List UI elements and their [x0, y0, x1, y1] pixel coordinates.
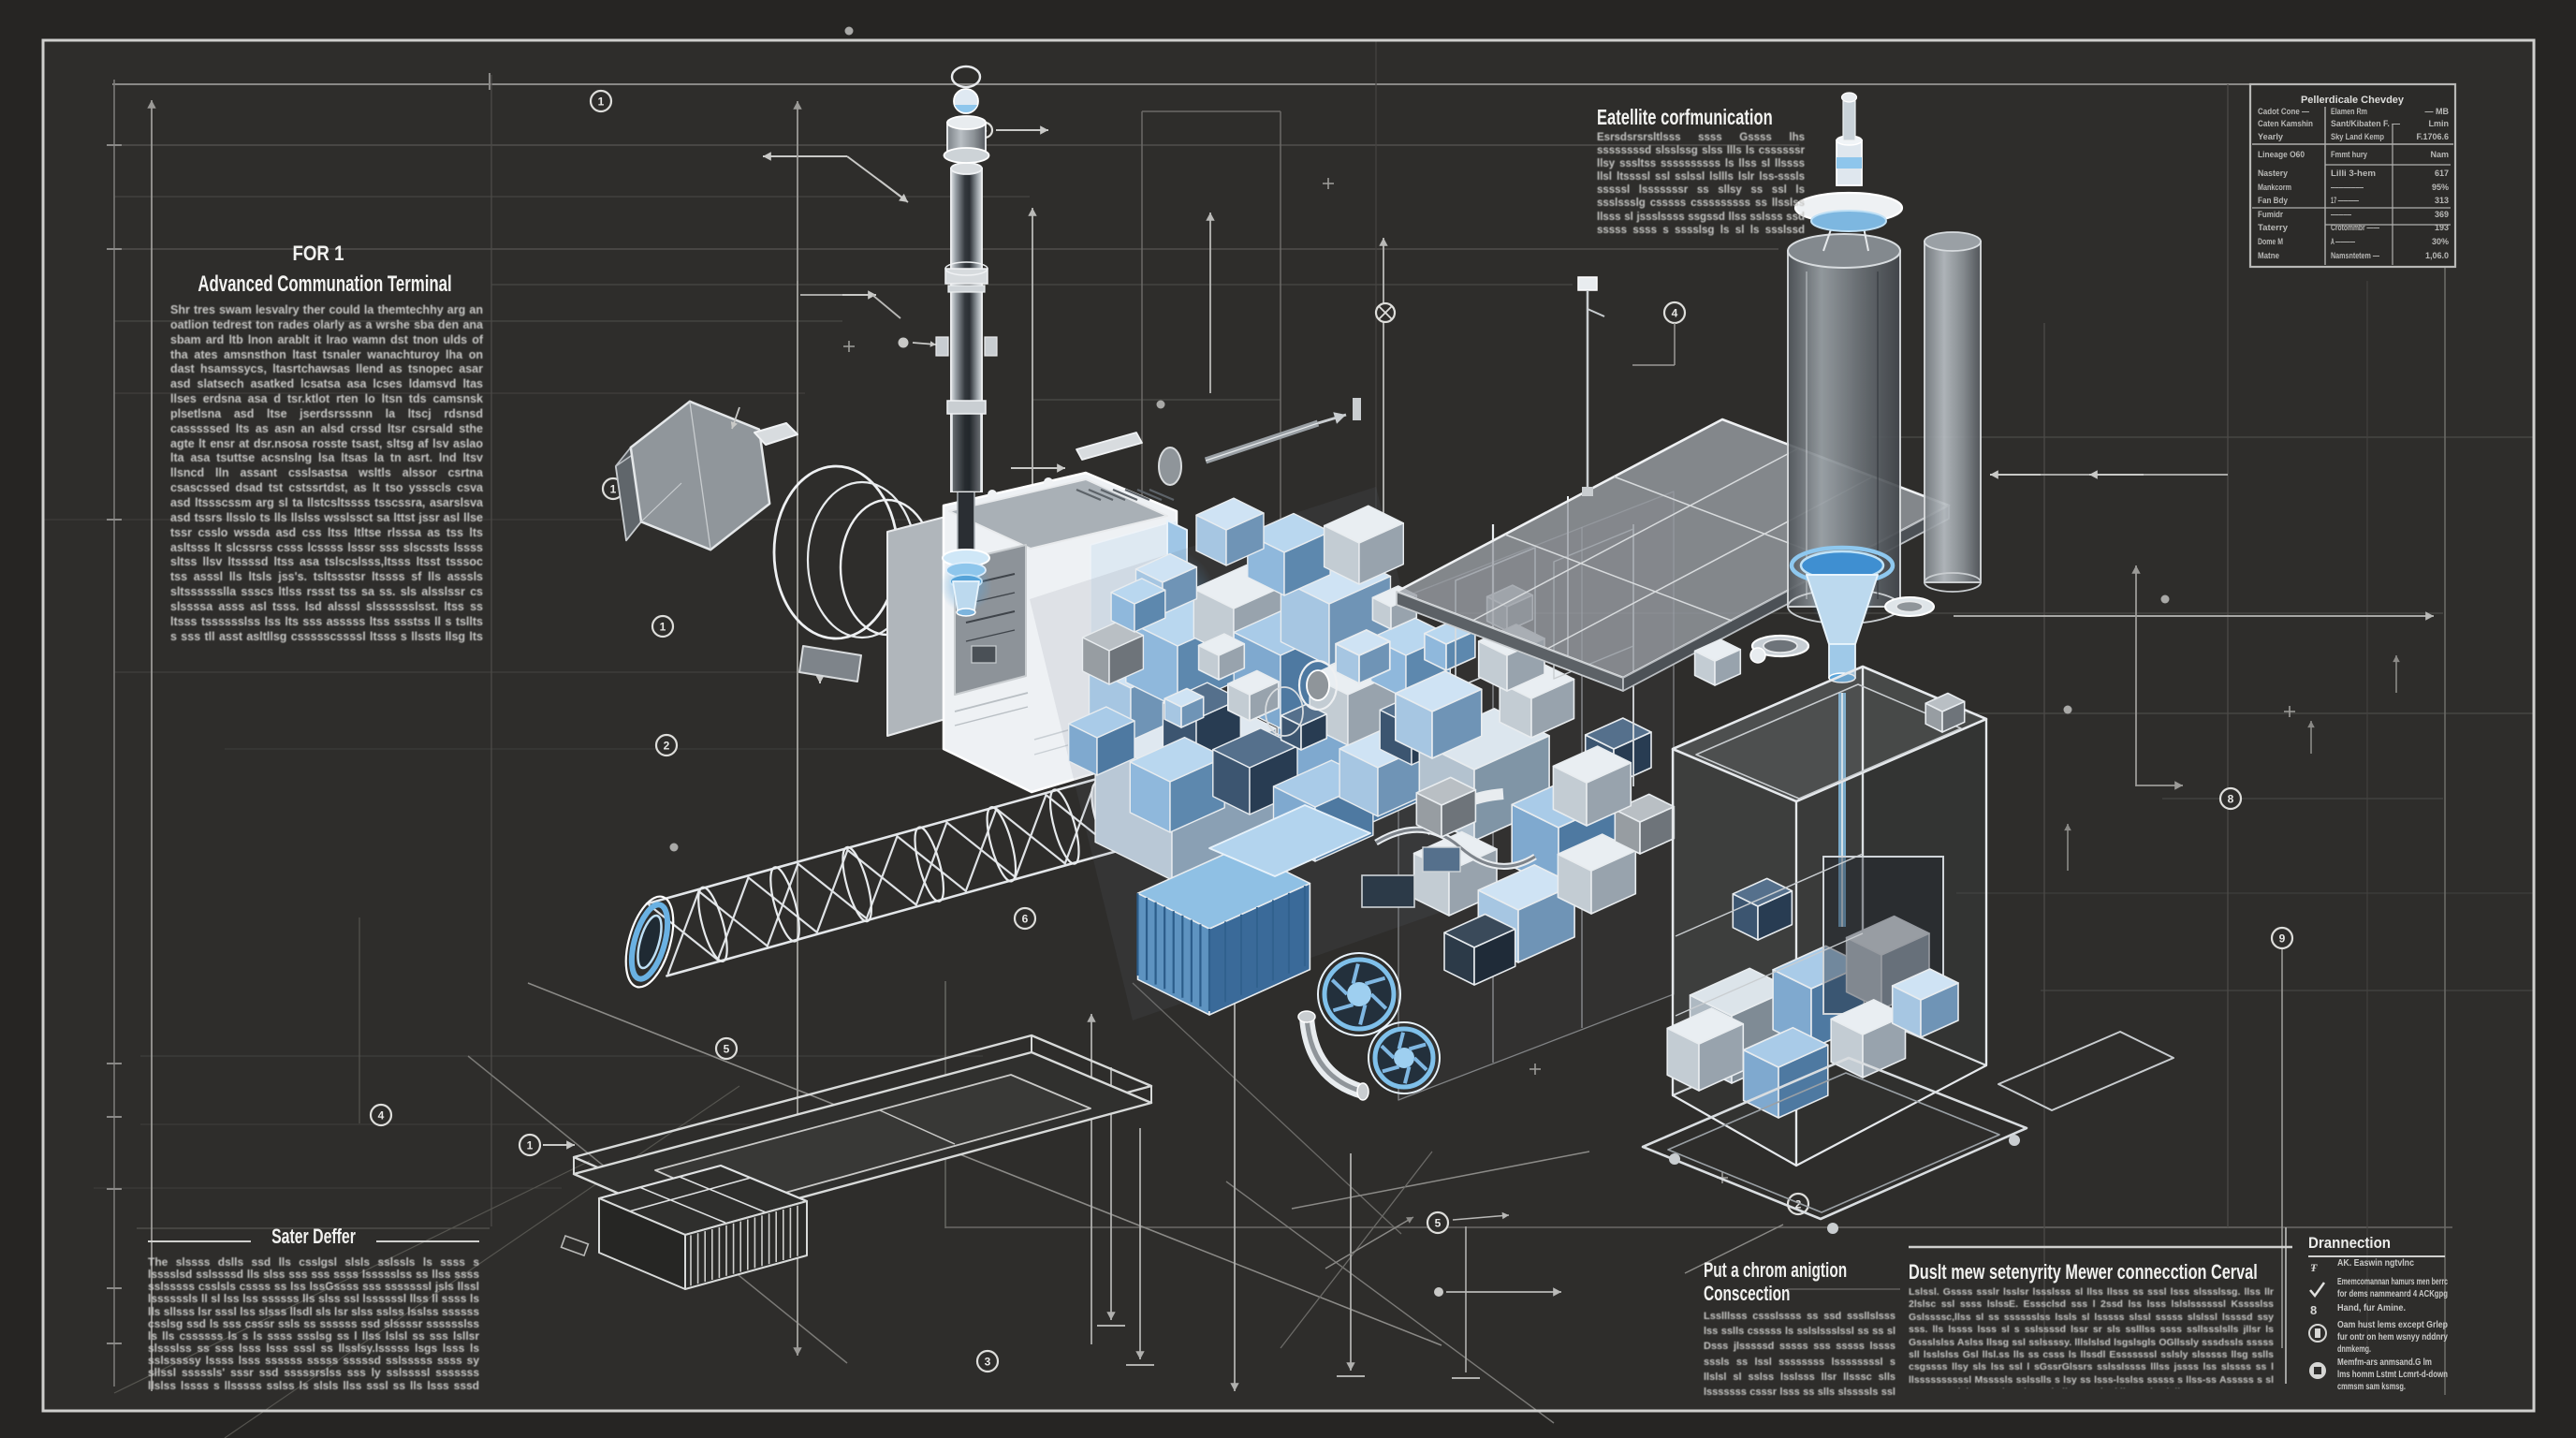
svg-text:1: 1	[610, 482, 617, 495]
svg-text:F.1706.6: F.1706.6	[2416, 132, 2449, 141]
svg-text:369: 369	[2435, 210, 2449, 219]
svg-text:Elamen Rm: Elamen Rm	[2331, 107, 2367, 116]
svg-text:Taterry: Taterry	[2258, 223, 2288, 232]
svg-text:Ememcomannan hamurs men berrc: Ememcomannan hamurs men berrc	[2337, 1277, 2448, 1287]
svg-text:dnmkemg.: dnmkemg.	[2337, 1344, 2371, 1355]
svg-text:193: 193	[2435, 223, 2449, 232]
svg-text:Fan Bdy: Fan Bdy	[2258, 196, 2288, 205]
svg-text:Fumidr: Fumidr	[2258, 210, 2283, 219]
svg-text:Namsntetem —: Namsntetem —	[2331, 251, 2379, 260]
svg-text:Sky Land Kemp: Sky Land Kemp	[2331, 132, 2384, 141]
svg-text:8: 8	[2310, 1303, 2317, 1317]
svg-text:5: 5	[724, 1042, 730, 1055]
svg-text:17 ————: 17 ————	[2331, 196, 2359, 205]
svg-text:AK. Easwin ngtvlnc: AK. Easwin ngtvlnc	[2337, 1258, 2414, 1269]
svg-text:1: 1	[598, 95, 605, 108]
svg-text:Ŧ: Ŧ	[2310, 1261, 2318, 1274]
svg-text:Cadot Cone —: Cadot Cone —	[2258, 107, 2309, 116]
svg-text:Dome M: Dome M	[2258, 237, 2283, 246]
svg-text:9: 9	[2279, 932, 2286, 945]
svg-text:Hand, fur Amine.: Hand, fur Amine.	[2337, 1303, 2406, 1313]
svg-text:95%: 95%	[2432, 183, 2449, 192]
svg-text:Pellerdicale Chevdey: Pellerdicale Chevdey	[2301, 95, 2405, 106]
svg-text:A ————: A ————	[2331, 237, 2355, 246]
svg-text:Sant/Kibaten F. —: Sant/Kibaten F. —	[2331, 119, 2400, 128]
svg-text:Yearly: Yearly	[2258, 132, 2283, 141]
svg-text:————————: ————————	[2331, 183, 2364, 192]
svg-text:Oam hust lems except Grlep: Oam hust lems except Grlep	[2337, 1320, 2448, 1330]
svg-text:Lilli 3-hem: Lilli 3-hem	[2331, 169, 2376, 178]
svg-text:313: 313	[2435, 196, 2449, 205]
svg-text:6: 6	[1022, 912, 1029, 925]
svg-text:fur ontr on hem wsnyy nddnry: fur ontr on hem wsnyy nddnry	[2337, 1332, 2448, 1343]
svg-text:Nam: Nam	[2430, 150, 2449, 159]
svg-text:3: 3	[985, 1355, 991, 1368]
svg-text:1: 1	[660, 620, 666, 633]
svg-text:Caten Kamshin: Caten Kamshin	[2258, 119, 2313, 128]
svg-text:Fmmt hury: Fmmt hury	[2331, 150, 2367, 159]
svg-text:5: 5	[1435, 1216, 1442, 1229]
svg-text:2: 2	[664, 739, 670, 752]
svg-text:cmmsm sam ksmsg.: cmmsm sam ksmsg.	[2337, 1382, 2406, 1392]
svg-text:Nastery: Nastery	[2258, 169, 2288, 178]
svg-text:617: 617	[2435, 169, 2449, 178]
svg-text:Memfm-ars anmsand.G lm: Memfm-ars anmsand.G lm	[2337, 1357, 2432, 1368]
svg-text:4: 4	[378, 1108, 385, 1122]
svg-text:Lmin: Lmin	[2429, 119, 2450, 128]
svg-text:—————: —————	[2331, 210, 2351, 219]
svg-text:lms homm Lstmt Lcmrt-d-down: lms homm Lstmt Lcmrt-d-down	[2337, 1370, 2448, 1380]
svg-text:8: 8	[2228, 792, 2234, 805]
svg-text:— MB: — MB	[2425, 107, 2450, 116]
svg-text:Drannection: Drannection	[2308, 1234, 2391, 1252]
svg-text:4: 4	[1672, 306, 1678, 319]
svg-text:for dems nammeanrd 4 ACKgpg: for dems nammeanrd 4 ACKgpg	[2337, 1289, 2448, 1299]
svg-text:Mankcorm: Mankcorm	[2258, 183, 2291, 192]
svg-text:Lineage O60: Lineage O60	[2258, 150, 2305, 159]
svg-text:1: 1	[527, 1138, 534, 1152]
svg-text:1,06.0: 1,06.0	[2425, 251, 2449, 260]
svg-text:30%: 30%	[2432, 237, 2449, 246]
svg-text:Crotommbr ——: Crotommbr ——	[2331, 223, 2379, 232]
svg-text:Matne: Matne	[2258, 251, 2279, 260]
